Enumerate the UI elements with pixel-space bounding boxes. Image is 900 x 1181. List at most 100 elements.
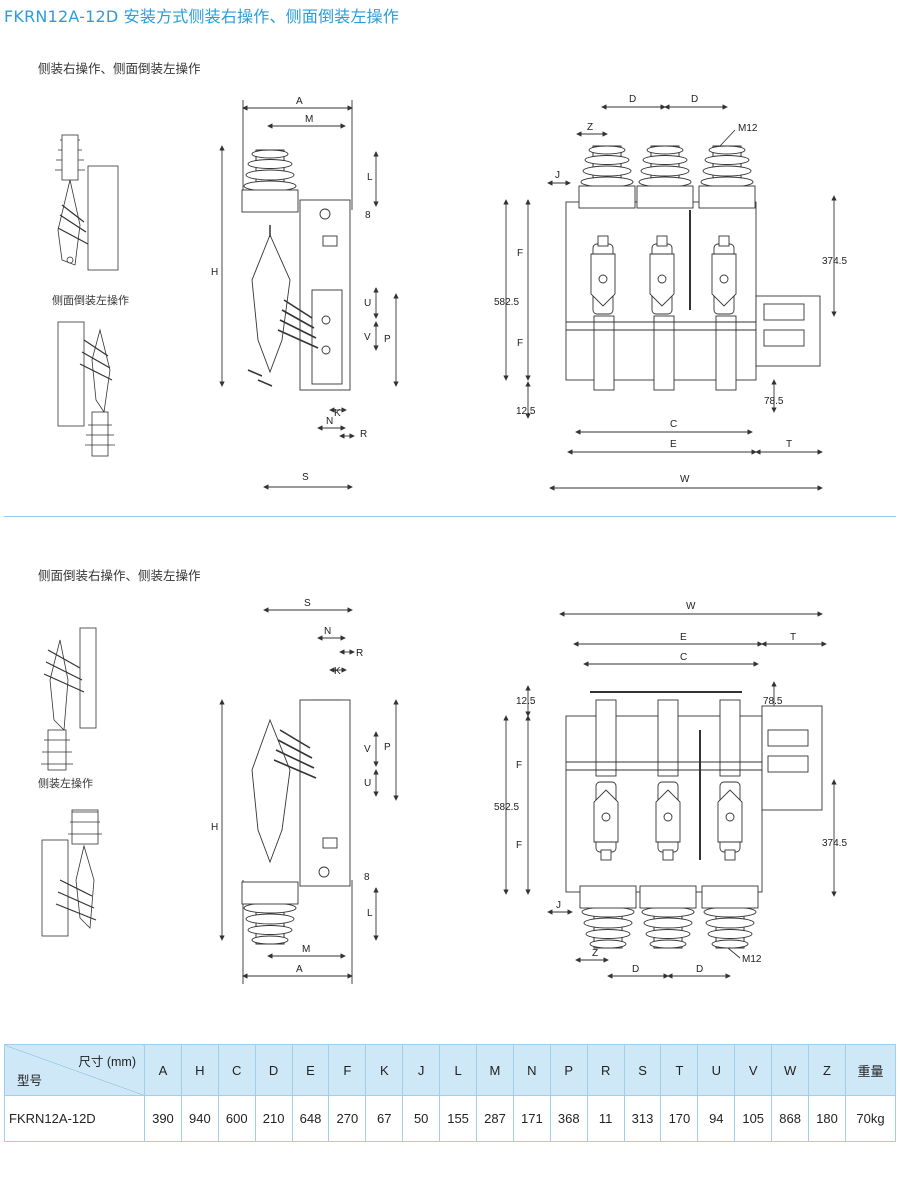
svg-text:S: S [304, 598, 311, 609]
svg-text:M: M [302, 944, 310, 955]
value-cell: 868 [771, 1095, 810, 1142]
corner-model-label: 型号 [17, 1074, 43, 1088]
value-cell: 171 [512, 1095, 551, 1142]
svg-text:U: U [364, 298, 371, 309]
value-cell: 940 [180, 1095, 219, 1142]
value-cell: 600 [217, 1095, 256, 1142]
svg-text:A: A [296, 964, 303, 975]
page-title: FKRN12A-12D 安装方式侧装右操作、侧面倒装左操作 [4, 7, 400, 26]
svg-text:H: H [211, 822, 218, 833]
svg-text:78.5: 78.5 [764, 396, 784, 407]
svg-text:C: C [680, 652, 687, 663]
svg-text:F: F [516, 760, 522, 771]
svg-text:M12: M12 [742, 954, 762, 965]
value-cell: 67 [365, 1095, 404, 1142]
col-header: V [734, 1044, 773, 1096]
svg-text:J: J [556, 900, 561, 911]
svg-text:M: M [305, 114, 313, 125]
col-header: A [144, 1044, 182, 1096]
svg-text:A: A [296, 96, 303, 107]
col-header: T [660, 1044, 699, 1096]
svg-text:T: T [790, 632, 796, 643]
corner-dim-label: 尺寸 (mm) [78, 1055, 136, 1069]
svg-text:W: W [680, 474, 690, 485]
value-cell: 155 [439, 1095, 478, 1142]
svg-text:12.5: 12.5 [516, 406, 536, 417]
svg-text:H: H [211, 267, 218, 278]
col-header: U [697, 1044, 736, 1096]
svg-text:K: K [334, 408, 341, 419]
value-cell: 11 [586, 1095, 625, 1142]
svg-text:Z: Z [592, 948, 598, 959]
col-header: F [328, 1044, 367, 1096]
col-header: N [512, 1044, 551, 1096]
col-header: E [291, 1044, 330, 1096]
svg-text:Z: Z [587, 122, 593, 133]
svg-text:78.5: 78.5 [763, 696, 783, 707]
thumb-bottom-1 [41, 627, 97, 771]
svg-text:374.5: 374.5 [822, 256, 847, 267]
svg-text:V: V [364, 744, 371, 755]
col-header: R [586, 1044, 625, 1096]
col-header: Z [808, 1044, 846, 1096]
col-header: P [549, 1044, 588, 1096]
svg-text:E: E [680, 632, 687, 643]
svg-text:8: 8 [364, 872, 370, 883]
svg-text:V: V [364, 332, 371, 343]
svg-text:582.5: 582.5 [494, 802, 519, 813]
value-cell: 390 [144, 1095, 182, 1142]
svg-text:F: F [517, 338, 523, 349]
svg-text:8: 8 [365, 210, 371, 221]
col-header: J [402, 1044, 441, 1096]
value-cell: 50 [402, 1095, 441, 1142]
value-cell: 70kg [845, 1095, 896, 1142]
svg-text:R: R [360, 429, 367, 440]
value-cell: 287 [476, 1095, 514, 1142]
svg-text:J: J [555, 170, 560, 181]
model-cell: FKRN12A-12D [4, 1095, 145, 1142]
svg-text:F: F [516, 840, 522, 851]
svg-text:374.5: 374.5 [822, 838, 847, 849]
svg-text:P: P [384, 742, 391, 753]
value-cell: 180 [808, 1095, 846, 1142]
svg-text:N: N [326, 416, 333, 427]
thumb-top-2 [57, 321, 115, 457]
mini-label-top: 侧面倒装左操作 [52, 294, 129, 307]
svg-text:L: L [367, 172, 373, 183]
thumb-bottom-2 [41, 809, 102, 937]
col-header: S [623, 1044, 662, 1096]
svg-text:C: C [670, 419, 677, 430]
spec-table: 尺寸 (mm) 型号 A H C D E F K J L M N P R S T… [4, 1044, 896, 1142]
svg-text:L: L [367, 908, 373, 919]
col-header: D [254, 1044, 293, 1096]
section-divider [4, 516, 896, 517]
svg-text:D: D [696, 964, 703, 975]
front-view-bottom: W E T C 12.5 78.5 582.5 F F 374.5 J Z D … [494, 601, 847, 979]
svg-text:U: U [364, 778, 371, 789]
svg-text:E: E [670, 439, 677, 450]
svg-text:S: S [302, 472, 309, 483]
col-header: W [771, 1044, 810, 1096]
svg-text:W: W [686, 601, 696, 612]
svg-text:582.5: 582.5 [494, 297, 519, 308]
value-cell: 210 [254, 1095, 293, 1142]
svg-text:D: D [629, 94, 636, 105]
col-header: C [217, 1044, 256, 1096]
svg-text:12.5: 12.5 [516, 696, 536, 707]
col-header: H [180, 1044, 219, 1096]
svg-text:P: P [384, 334, 391, 345]
svg-text:N: N [324, 626, 331, 637]
value-cell: 648 [291, 1095, 330, 1142]
svg-text:D: D [691, 94, 698, 105]
col-header: L [439, 1044, 478, 1096]
col-header: M [476, 1044, 514, 1096]
value-cell: 270 [328, 1095, 367, 1142]
value-cell: 170 [660, 1095, 699, 1142]
svg-text:F: F [517, 248, 523, 259]
section-label-top: 侧装右操作、侧面倒装左操作 [38, 61, 201, 76]
section-label-bottom: 侧面倒装右操作、侧装左操作 [38, 568, 201, 583]
svg-text:T: T [786, 439, 792, 450]
corner-cell: 尺寸 (mm) 型号 [4, 1044, 145, 1096]
svg-text:M12: M12 [738, 123, 758, 134]
side-view-top: A M H L 8 U V P K N R S [211, 96, 399, 490]
